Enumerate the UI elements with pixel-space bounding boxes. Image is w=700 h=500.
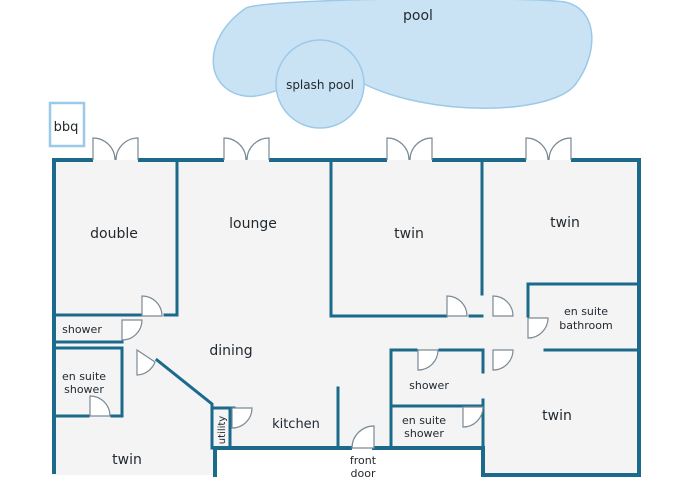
- door-double-top: [92, 137, 139, 161]
- door-twin-bottom-right: [492, 349, 514, 371]
- label-shower-left: shower: [62, 323, 102, 336]
- label-twin-bottom-left: twin: [112, 452, 142, 468]
- label-en-suite-shower-mid-1: en suite: [402, 414, 446, 427]
- door-en-suite-shower-mid: [462, 406, 484, 428]
- label-dining: dining: [209, 343, 252, 359]
- door-en-suite-bathroom: [527, 317, 549, 339]
- label-shower-middle: shower: [409, 379, 449, 392]
- label-pool: pool: [403, 8, 433, 24]
- door-double: [141, 295, 163, 317]
- label-splash-pool: splash pool: [286, 78, 354, 92]
- door-lounge-top: [223, 137, 270, 161]
- door-utility: [231, 407, 253, 429]
- label-en-suite-shower-left-1: en suite: [62, 370, 106, 383]
- door-twin-right: [492, 295, 514, 317]
- door-shower-left: [121, 319, 143, 341]
- label-en-suite-bathroom-1: en suite: [564, 305, 608, 318]
- interior-doors: [89, 295, 549, 449]
- bbq-box: [48, 101, 86, 148]
- label-front-door-1: front: [350, 454, 377, 467]
- label-en-suite-bathroom-2: bathroom: [559, 319, 612, 332]
- label-double: double: [90, 226, 138, 242]
- door-en-suite-shower-left: [89, 395, 111, 417]
- door-twin-mid: [446, 295, 468, 317]
- splash-pool-shape: [275, 39, 365, 129]
- patio-doors: [92, 137, 572, 161]
- label-front-door-2: door: [351, 467, 376, 480]
- door-twin-right-top: [525, 137, 572, 161]
- label-utility: utility: [217, 416, 228, 445]
- interior-walls: [52, 158, 641, 450]
- label-twin-top-right: twin: [550, 215, 580, 231]
- label-lounge: lounge: [229, 216, 277, 232]
- label-twin-bottom-right: twin: [542, 408, 572, 424]
- door-twin-mid-top: [386, 137, 433, 161]
- door-twin-left: [136, 348, 156, 376]
- door-shower-mid: [417, 349, 439, 371]
- label-bbq: bbq: [54, 120, 79, 135]
- label-kitchen: kitchen: [272, 417, 320, 432]
- label-twin-top-middle: twin: [394, 226, 424, 242]
- label-en-suite-shower-left-2: shower: [64, 383, 104, 396]
- door-front: [351, 425, 375, 449]
- label-en-suite-shower-mid-2: shower: [404, 427, 444, 440]
